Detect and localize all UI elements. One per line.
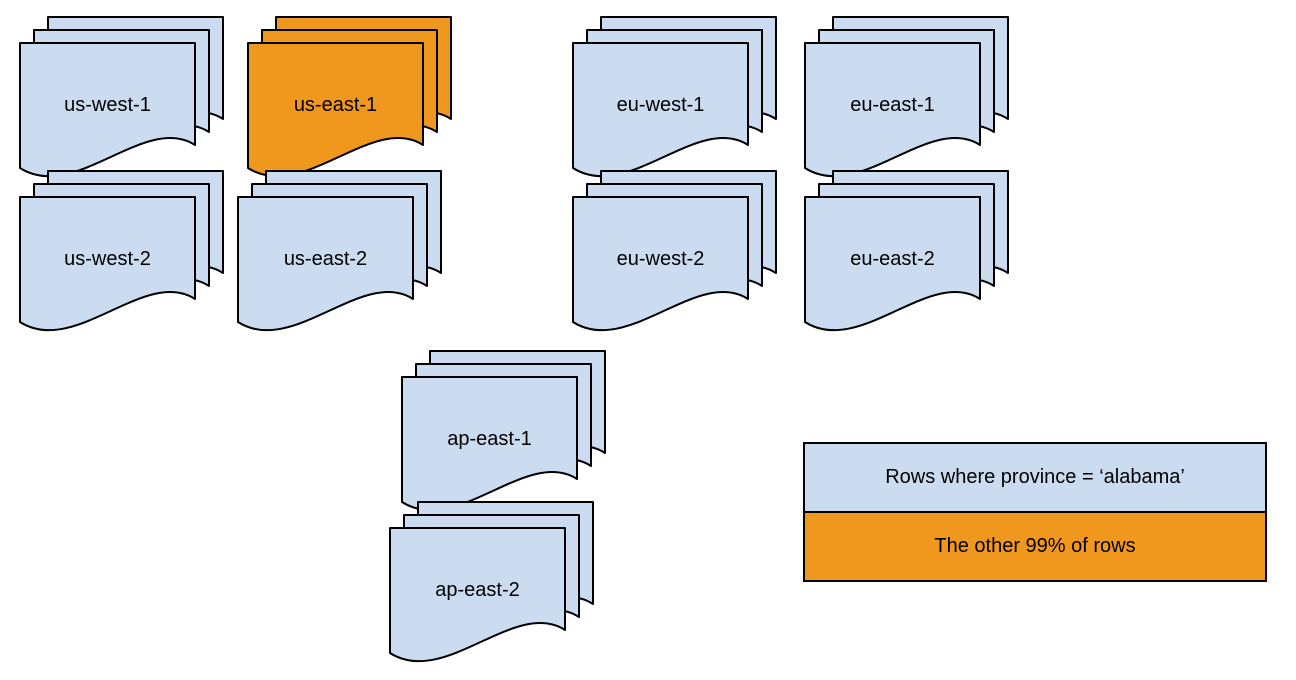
document-stack-icon: [19, 170, 224, 332]
region-stack-us-east-2: us-east-2: [237, 170, 444, 335]
region-stack-us-east-1: us-east-1: [247, 16, 454, 181]
legend-item-alabama-rows: Rows where province = ‘alabama’: [805, 444, 1265, 513]
region-stack-us-west-2: us-west-2: [19, 170, 226, 335]
legend-item-label: The other 99% of rows: [934, 535, 1136, 557]
region-stack-ap-east-2: ap-east-2: [389, 501, 596, 666]
document-page-front: [572, 196, 749, 332]
region-label: us-west-1: [64, 94, 151, 116]
region-label: us-east-2: [283, 248, 368, 270]
document-page-front: [572, 42, 749, 178]
document-page-front: [237, 196, 414, 332]
document-page-front: [19, 196, 196, 332]
document-stack-icon: [401, 350, 606, 512]
document-stack-icon: [389, 501, 594, 663]
document-stack-icon: [804, 170, 1009, 332]
region-stack-ap-east-1: ap-east-1: [401, 350, 608, 515]
region-stack-eu-west-2: eu-west-2: [572, 170, 779, 335]
legend: Rows where province = ‘alabama’ The othe…: [803, 442, 1267, 582]
region-label: eu-west-1: [616, 94, 705, 116]
document-page-front: [804, 42, 981, 178]
document-stack-icon: [247, 16, 452, 178]
region-label: ap-east-1: [447, 428, 532, 450]
region-label: us-west-2: [64, 248, 151, 270]
document-stack-icon: [237, 170, 442, 332]
document-stack-icon: [804, 16, 1009, 178]
document-stack-icon: [572, 170, 777, 332]
region-label: ap-east-2: [435, 579, 520, 601]
region-label: us-east-1: [293, 94, 378, 116]
region-label: eu-west-2: [616, 248, 705, 270]
legend-item-other-rows: The other 99% of rows: [805, 513, 1265, 580]
document-stack-icon: [572, 16, 777, 178]
region-stack-eu-east-1: eu-east-1: [804, 16, 1011, 181]
legend-item-label: Rows where province = ‘alabama’: [885, 466, 1185, 488]
document-page-front: [804, 196, 981, 332]
region-stack-us-west-1: us-west-1: [19, 16, 226, 181]
region-stack-eu-west-1: eu-west-1: [572, 16, 779, 181]
document-page-front: [389, 527, 566, 663]
region-label: eu-east-1: [850, 94, 935, 116]
region-label: eu-east-2: [850, 248, 935, 270]
document-page-front: [19, 42, 196, 178]
region-stack-eu-east-2: eu-east-2: [804, 170, 1011, 335]
document-stack-icon: [19, 16, 224, 178]
document-page-front: [247, 42, 424, 178]
